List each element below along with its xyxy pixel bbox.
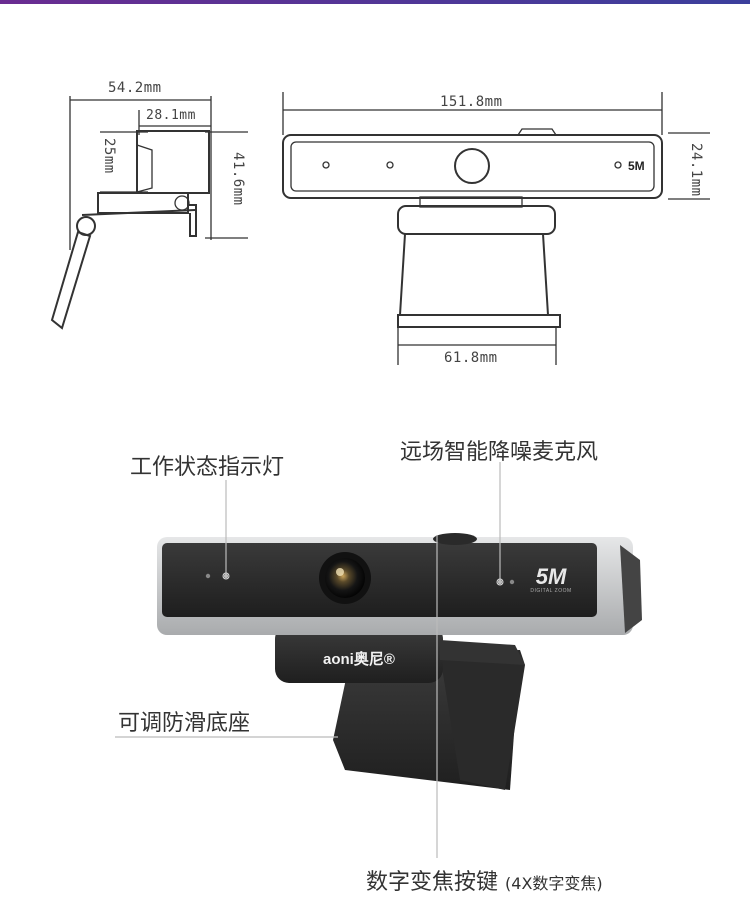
dim-side-width: 54.2mm: [108, 80, 162, 96]
top-accent-bar: [0, 0, 750, 4]
front-lens-outline: [454, 148, 490, 184]
dim-front-height: 24.1mm: [688, 143, 704, 197]
label-zoom-button: 数字变焦按键 (4X数字变焦): [366, 864, 603, 896]
dim-side-body-height: 25mm: [101, 138, 117, 174]
front-badge-drawing: 5M: [628, 159, 645, 173]
webcam-front-panel: [162, 543, 597, 617]
status-light: [205, 573, 211, 579]
zoom-button: [433, 533, 477, 545]
side-leg: [50, 230, 92, 330]
label-status-indicator: 工作状态指示灯: [130, 455, 285, 480]
dim-base-width: 61.8mm: [444, 350, 498, 366]
badge-sub: DIGITAL ZOOM: [530, 588, 572, 594]
front-badge: 5M DIGITAL ZOOM: [526, 564, 576, 595]
label-zoom-button-main: 数字变焦按键: [366, 870, 499, 895]
front-frame-outline: [282, 134, 663, 199]
brand-logo: aoni奥尼®: [323, 651, 395, 668]
badge-5m: 5M: [535, 564, 567, 589]
dim-side-depth: 28.1mm: [146, 108, 196, 123]
front-clip: [397, 205, 556, 235]
label-far-field-mic: 远场智能降噪麦克风: [400, 440, 599, 465]
mic-hole: [497, 579, 503, 585]
label-zoom-button-note: (4X数字变焦): [505, 874, 603, 893]
clip-hinge: [275, 625, 443, 683]
dim-side-total-height: 41.6mm: [230, 152, 246, 206]
dim-front-width: 151.8mm: [440, 94, 503, 110]
lens: [325, 558, 365, 598]
label-adjustable-base: 可调防滑底座: [118, 711, 251, 736]
